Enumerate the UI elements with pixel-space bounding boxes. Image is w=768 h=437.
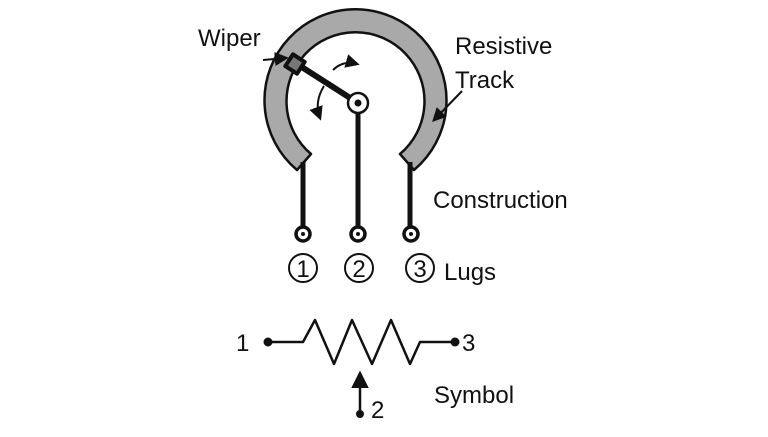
symbol-zigzag bbox=[268, 318, 455, 366]
rotation-arrow-cw bbox=[332, 54, 360, 71]
lug-number-3: 3 bbox=[405, 253, 435, 283]
resistive-track-label-line1: Resistive bbox=[455, 33, 552, 60]
symbol-terminal-left-label: 1 bbox=[236, 330, 249, 357]
resistive-track bbox=[263, 8, 448, 172]
wiper-pivot-center bbox=[354, 99, 362, 107]
svg-text:1: 1 bbox=[296, 256, 309, 283]
construction-label: Construction bbox=[433, 187, 568, 214]
lug-terminal-1 bbox=[294, 225, 312, 243]
resistive-track-label-line2: Track bbox=[455, 67, 515, 94]
symbol-wiper-label: 2 bbox=[371, 397, 384, 424]
wiper-leader-arrow bbox=[262, 51, 289, 66]
wiper-arm bbox=[294, 61, 361, 106]
lug-terminal-2 bbox=[349, 225, 367, 243]
symbol-wiper-dot bbox=[356, 410, 364, 418]
lug-number-2: 2 bbox=[344, 253, 374, 283]
track-leader-arrow bbox=[432, 90, 463, 123]
lug-number-1: 1 bbox=[288, 253, 318, 283]
svg-text:3: 3 bbox=[413, 256, 426, 283]
wiper-contact-inner bbox=[288, 57, 302, 71]
svg-text:2: 2 bbox=[352, 256, 365, 283]
symbol-terminal-right-label: 3 bbox=[462, 330, 475, 357]
lug-terminal-3 bbox=[402, 225, 420, 243]
lugs-label: Lugs bbox=[444, 259, 496, 286]
symbol-label: Symbol bbox=[434, 382, 514, 409]
resistor-symbol bbox=[263, 318, 460, 418]
rotation-arrow-ccw bbox=[309, 85, 325, 121]
wiper-label: Wiper bbox=[198, 25, 261, 52]
symbol-terminal-right-dot bbox=[450, 337, 460, 347]
